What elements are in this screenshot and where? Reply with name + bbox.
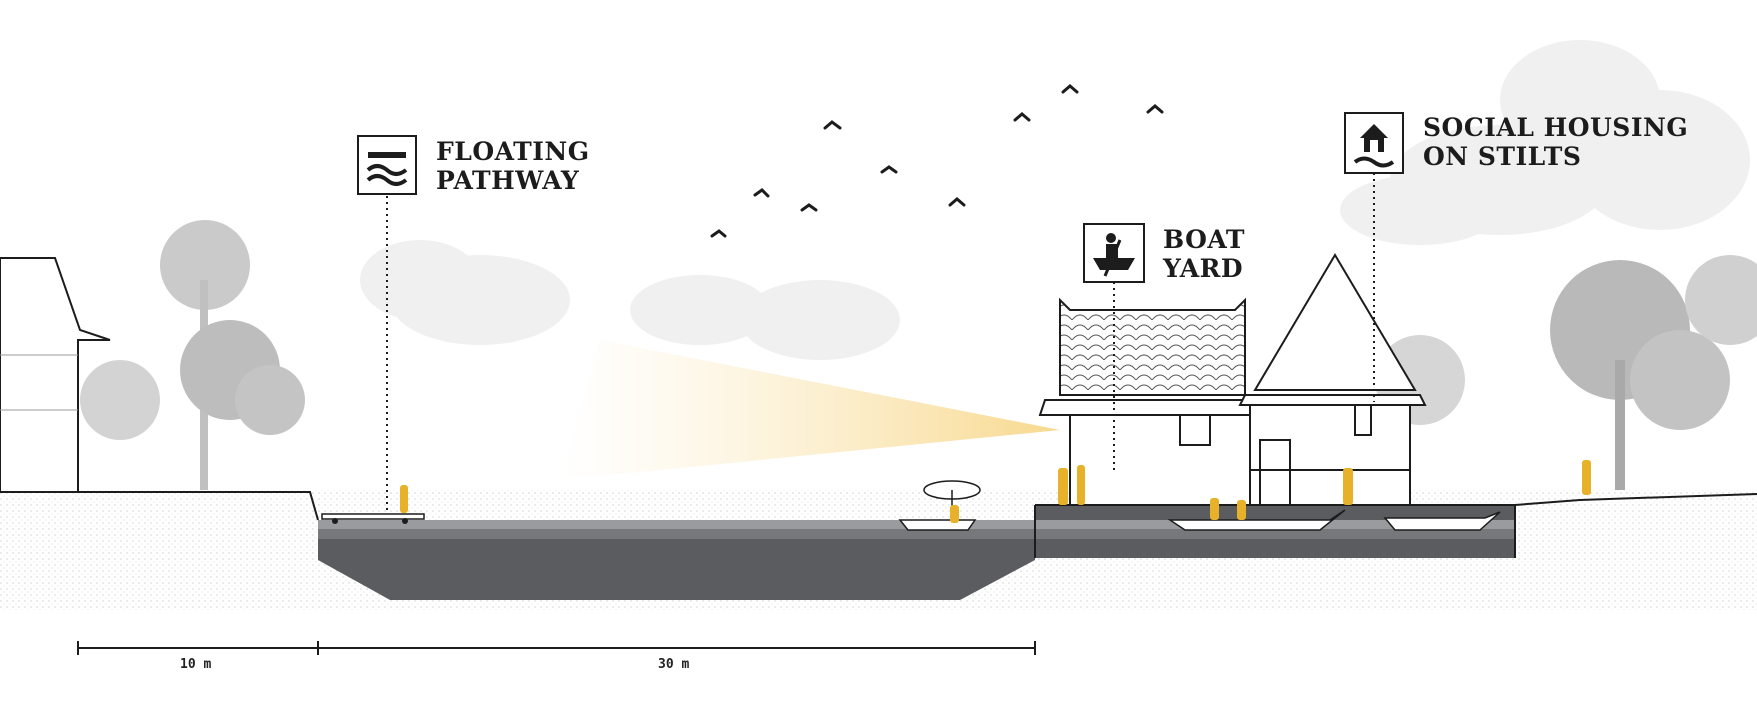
left-building bbox=[0, 257, 111, 493]
label-line: PATHWAY bbox=[436, 166, 580, 195]
label-line: YARD bbox=[1163, 254, 1244, 283]
scale-bar bbox=[77, 641, 1036, 655]
label-boat-yard: BOAT YARD bbox=[1163, 225, 1245, 283]
label-floating-pathway: FLOATING PATHWAY bbox=[436, 137, 590, 195]
rower-icon bbox=[1083, 223, 1145, 283]
stilt-house-icon bbox=[1344, 112, 1404, 174]
birds bbox=[710, 84, 1164, 238]
label-line: BOAT bbox=[1163, 225, 1246, 254]
floating-pathway-deck bbox=[321, 513, 425, 524]
scale-label-left: 10 m bbox=[180, 657, 212, 672]
callout-lines bbox=[386, 173, 1375, 512]
scale-label-right: 30 m bbox=[658, 657, 690, 672]
people bbox=[400, 460, 1591, 523]
clouds bbox=[360, 40, 1750, 360]
background-trees bbox=[80, 220, 1757, 490]
label-line: SOCIAL HOUSING bbox=[1423, 113, 1689, 142]
label-line: FLOATING bbox=[436, 137, 590, 166]
light-beam bbox=[560, 340, 1060, 480]
label-social-housing: SOCIAL HOUSING ON STILTS bbox=[1423, 113, 1688, 171]
label-line: ON STILTS bbox=[1423, 142, 1582, 171]
right-bank bbox=[1514, 493, 1757, 506]
thai-house bbox=[1038, 253, 1427, 506]
wave-icon bbox=[357, 135, 417, 195]
left-bank bbox=[78, 491, 319, 521]
